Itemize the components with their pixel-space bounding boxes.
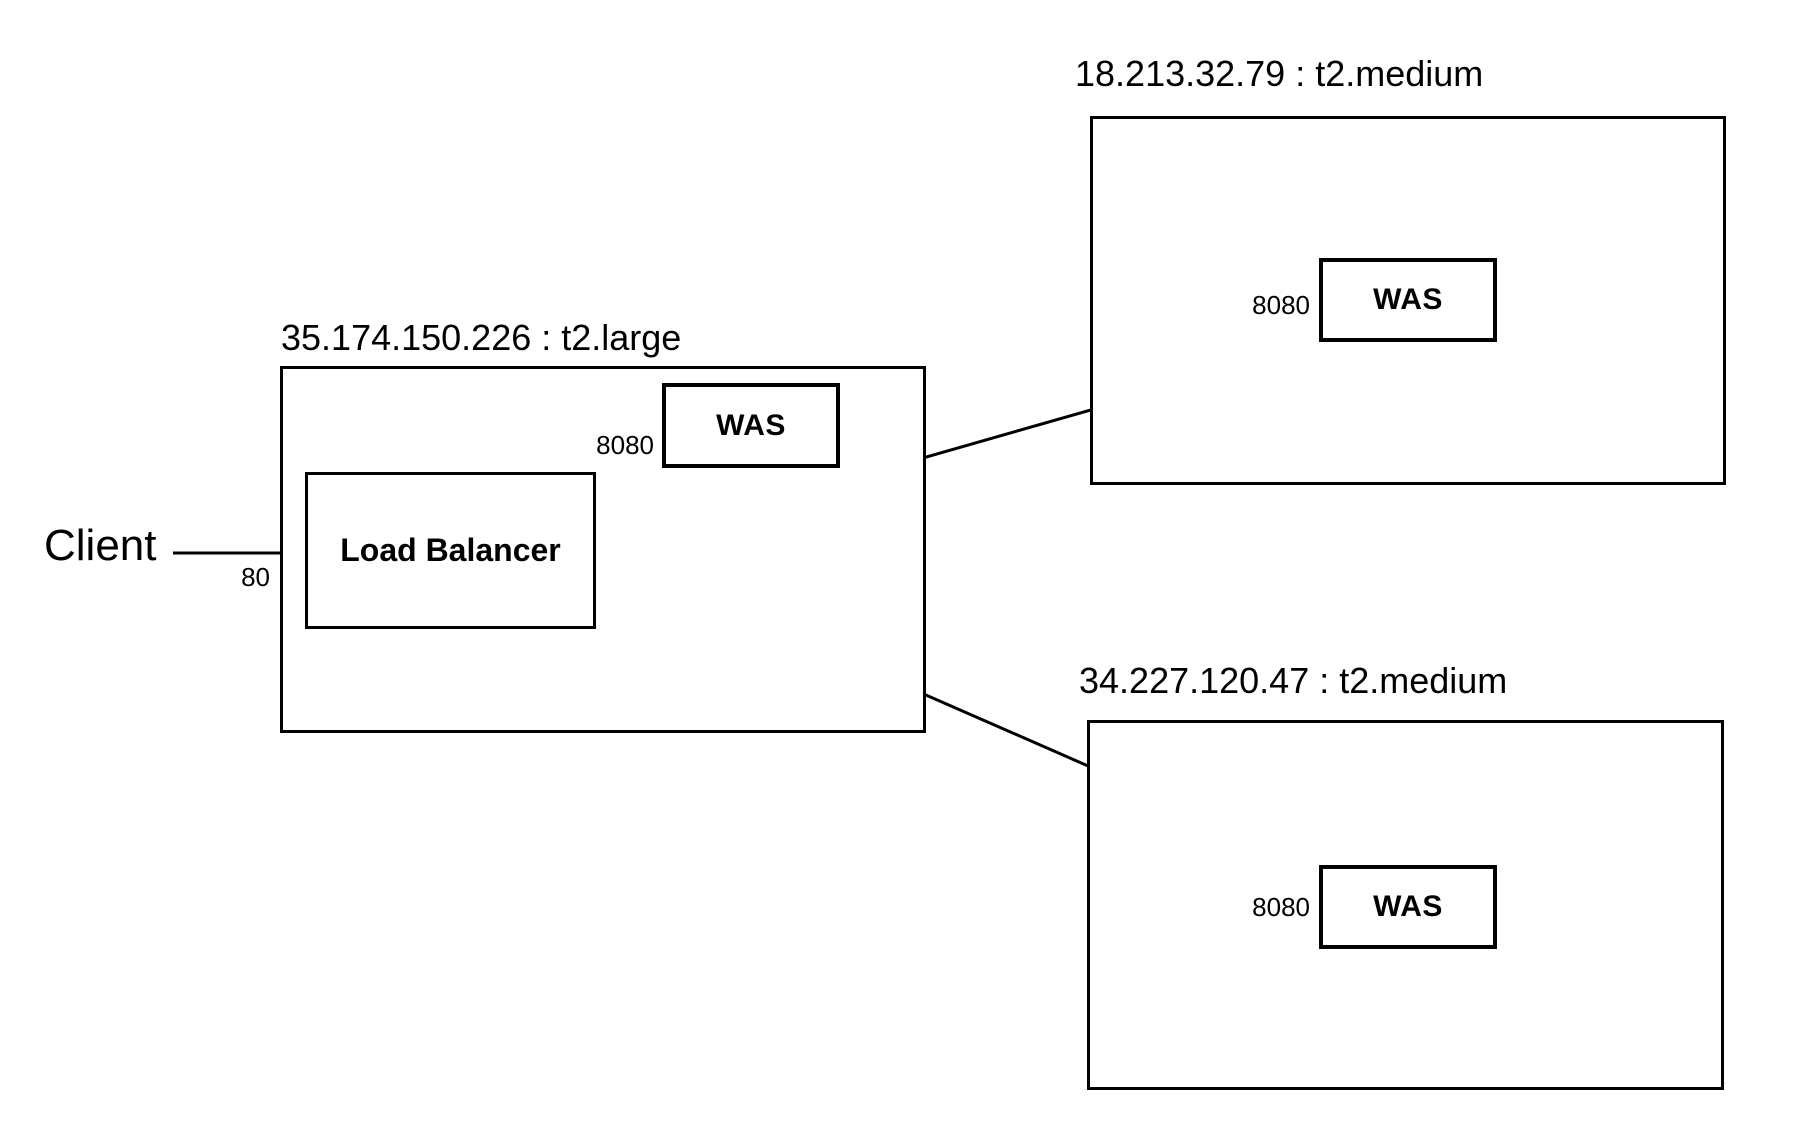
server1-was-label: WAS: [1373, 283, 1443, 316]
server1-was-box: WAS: [1319, 258, 1497, 342]
load-balancer-box: Load Balancer: [305, 472, 596, 629]
server2-was-label: WAS: [1373, 890, 1443, 923]
server2-was-box: WAS: [1319, 865, 1497, 949]
client-port-80-label: 80: [241, 562, 270, 592]
load-balancer-label: Load Balancer: [340, 532, 561, 568]
client-label: Client: [44, 521, 157, 570]
server2-title: 34.227.120.47 : t2.medium: [1079, 660, 1508, 701]
local-was-port-label: 8080: [596, 430, 654, 460]
server1-title: 18.213.32.79 : t2.medium: [1075, 53, 1484, 94]
server2-was-port-label: 8080: [1252, 892, 1310, 922]
load-balancer-host-title: 35.174.150.226 : t2.large: [281, 317, 682, 358]
local-was-label: WAS: [716, 408, 786, 442]
server1-was-port-label: 8080: [1252, 290, 1310, 320]
local-was-box: WAS: [662, 383, 840, 468]
